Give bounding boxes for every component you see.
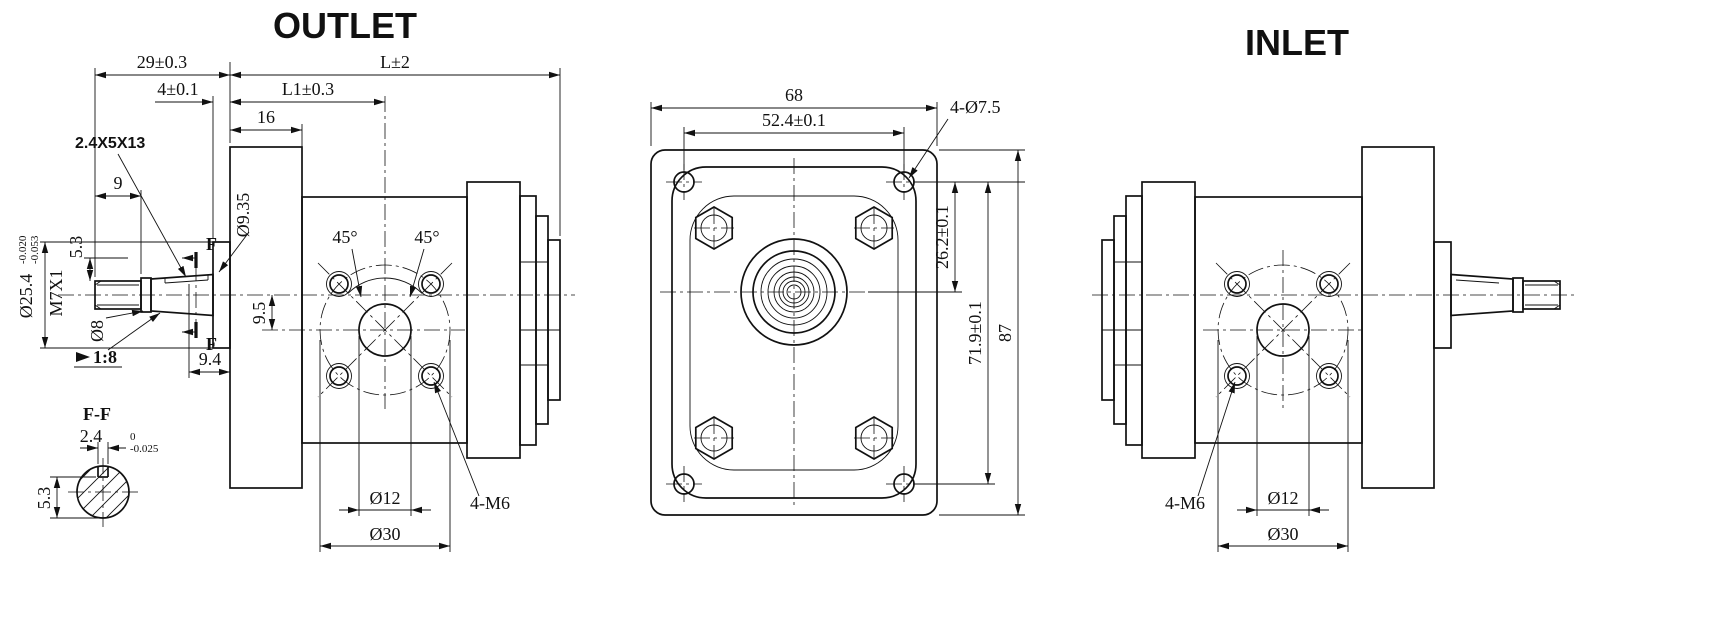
dia-8: Ø8 <box>87 320 107 342</box>
tapped-holes-label: 4-M6 <box>470 493 510 513</box>
drive-shaft <box>1450 273 1561 317</box>
dim-52-4: 52.4±0.1 <box>762 110 826 130</box>
dim-9-4: 9.4 <box>199 349 222 369</box>
section-cutting-plane: F F <box>182 234 217 354</box>
corner-holes-label: 4-Ø7.5 <box>950 97 1001 117</box>
port-hole <box>1256 303 1310 357</box>
dim-68: 68 <box>785 85 803 105</box>
dim-5-3: 5.3 <box>66 236 86 259</box>
rear-cover-outline <box>466 181 521 459</box>
body-bolts <box>694 206 894 460</box>
bolt-circle <box>319 264 451 396</box>
dim-71-9: 71.9±0.1 <box>965 301 985 365</box>
outlet-port-pattern <box>262 96 465 412</box>
dia-25-4-group: Ø25.4 -0.020 -0.053 <box>16 235 41 318</box>
dim-9: 9 <box>114 173 123 193</box>
front-flange-outline <box>1361 146 1435 489</box>
shaft-seal-circles <box>660 158 930 508</box>
gear-body-outline <box>1194 196 1363 444</box>
section-ff-title: F-F <box>83 404 111 424</box>
inlet-title: INLET <box>1245 22 1349 63</box>
dim-9-5: 9.5 <box>249 302 269 325</box>
dia-25-4: Ø25.4 <box>16 274 36 319</box>
dim-87: 87 <box>995 324 1015 342</box>
section-letter-top: F <box>206 234 217 254</box>
tol-lower: -0.025 <box>130 443 159 455</box>
taper-ratio: 1:8 <box>93 347 117 367</box>
dim-L: L±2 <box>380 52 410 72</box>
dia-12: Ø12 <box>1268 488 1299 508</box>
dia-25-4-tol-upper: -0.020 <box>17 235 29 264</box>
bolt-circle <box>1217 264 1349 396</box>
angle-45-left: 45° <box>332 227 357 247</box>
tapped-holes-label: 4-M6 <box>1165 493 1205 513</box>
outlet-side-view: 45° 45° 29±0.3 L±2 4±0.1 L1±0.3 16 2.4X5… <box>16 52 575 552</box>
dia-9-35: Ø9.35 <box>233 193 253 238</box>
tol-upper: 0 <box>130 431 136 443</box>
inlet-side-view: 4-M6 Ø12 Ø30 <box>1092 146 1575 552</box>
dim-4: 4±0.1 <box>157 79 198 99</box>
dia-12: Ø12 <box>370 488 401 508</box>
flange-plate <box>650 149 938 516</box>
taper-symbol <box>76 352 90 362</box>
dim-2-4: 2.4 <box>80 426 103 446</box>
port-hole <box>358 303 412 357</box>
key-spec-label: 2.4X5X13 <box>75 135 145 152</box>
dim-L1: L1±0.3 <box>282 79 334 99</box>
dia-30: Ø30 <box>370 524 401 544</box>
angle-45-right: 45° <box>414 227 439 247</box>
section-letter-bottom: F <box>206 334 217 354</box>
front-view: 68 52.4±0.1 4-Ø7.5 26.2±0.1 71.9±0.1 87 <box>650 85 1025 516</box>
dim-16: 16 <box>257 107 275 127</box>
keyway-line <box>1455 279 1500 284</box>
inlet-port-pattern <box>1203 250 1363 412</box>
section-ff-detail: F-F 2.4 0 -0.025 5.3 <box>34 404 159 527</box>
thread-spec: M7X1 <box>46 269 66 316</box>
keyway-line <box>164 279 209 284</box>
ff-dim-5-3: 5.3 <box>34 487 54 510</box>
dim-26-2: 26.2±0.1 <box>932 205 952 269</box>
rear-cover-outline <box>1141 181 1196 459</box>
outlet-title: OUTLET <box>273 5 417 46</box>
gear-body-outline <box>301 196 468 444</box>
dim-29: 29±0.3 <box>137 52 187 72</box>
pilot-circle <box>740 238 848 346</box>
dia-25-4-tol-lower: -0.053 <box>29 235 41 264</box>
dia-30: Ø30 <box>1268 524 1299 544</box>
drive-shaft <box>94 273 214 317</box>
